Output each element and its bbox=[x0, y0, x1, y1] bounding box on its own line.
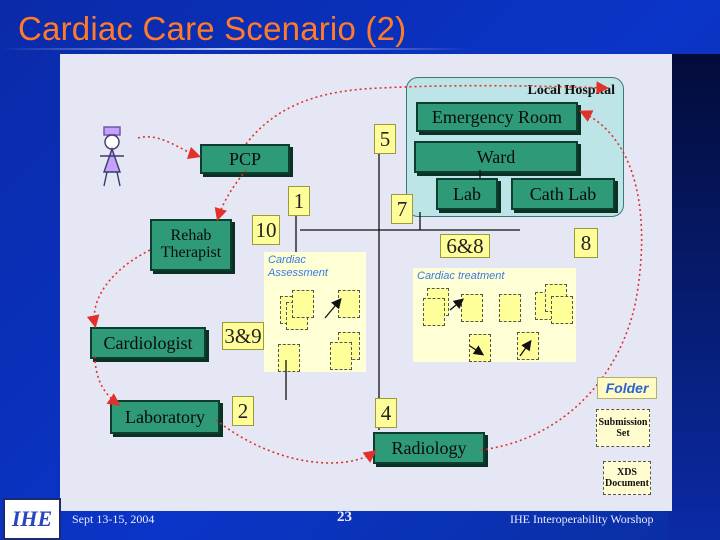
assessment-document bbox=[292, 290, 314, 318]
cardiac-assessment-area: Cardiac Assessment bbox=[264, 252, 366, 372]
rehab-therapist-box: Rehab Therapist bbox=[150, 219, 232, 271]
step-10-badge: 10 bbox=[252, 215, 280, 245]
cardiac-treatment-area: Cardiac treatment bbox=[413, 268, 576, 362]
step-6-8-badge: 6&8 bbox=[440, 234, 490, 258]
cardiac-assessment-label: Cardiac Assessment bbox=[268, 254, 328, 279]
lab-box: Lab bbox=[436, 178, 498, 210]
cardiologist-box: Cardiologist bbox=[90, 327, 206, 359]
legend-submission-set: Submission Set bbox=[596, 409, 650, 447]
step-1-badge: 1 bbox=[288, 186, 310, 216]
local-hospital-label: Local Hospital bbox=[527, 83, 615, 98]
cath-lab-box: Cath Lab bbox=[511, 178, 615, 210]
right-side-bar bbox=[668, 54, 720, 540]
slide-title: Cardiac Care Scenario (2) bbox=[18, 10, 407, 47]
step-8-badge: 8 bbox=[574, 228, 598, 258]
radiology-box: Radiology bbox=[373, 432, 485, 464]
emergency-room-box: Emergency Room bbox=[416, 102, 578, 132]
assessment-document bbox=[330, 342, 352, 370]
title-divider bbox=[0, 48, 470, 50]
footer-event: IHE Interoperability Worshop bbox=[510, 512, 654, 526]
laboratory-box: Laboratory bbox=[110, 400, 220, 434]
ihe-logo: IHE bbox=[3, 498, 61, 540]
ward-box: Ward bbox=[414, 141, 578, 173]
legend-folder: Folder bbox=[597, 377, 657, 399]
treatment-document bbox=[551, 296, 573, 324]
step-5-badge: 5 bbox=[374, 124, 396, 154]
footer-date: Sept 13-15, 2004 bbox=[72, 512, 155, 526]
step-3-9-badge: 3&9 bbox=[222, 322, 264, 350]
assessment-document bbox=[278, 344, 300, 372]
pcp-box: PCP bbox=[200, 144, 290, 174]
footer-page-number: 23 bbox=[337, 509, 352, 525]
treatment-document bbox=[499, 294, 521, 322]
step-7-badge: 7 bbox=[391, 194, 413, 224]
cardiac-treatment-label: Cardiac treatment bbox=[417, 270, 505, 282]
step-4-badge: 4 bbox=[375, 398, 397, 428]
legend-xds-document: XDS Document bbox=[603, 461, 651, 495]
patient-figure bbox=[100, 126, 124, 187]
treatment-document bbox=[423, 298, 445, 326]
step-2-badge: 2 bbox=[232, 396, 254, 426]
